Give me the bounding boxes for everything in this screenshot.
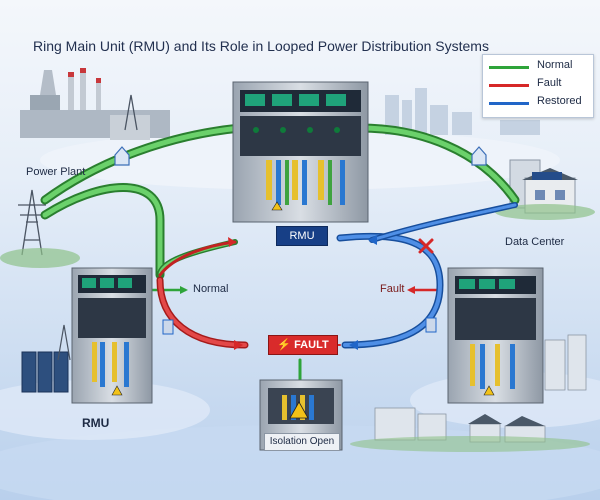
transmission-tower-icon	[18, 94, 138, 256]
house-icon	[114, 146, 487, 166]
rmu-top-label: RMU	[289, 230, 315, 242]
rmu-cabinet-icon	[232, 81, 369, 223]
fault-badge-label: FAULT	[294, 339, 329, 351]
fault-badge: ⚡ FAULT	[268, 335, 338, 355]
normal-label: Normal	[193, 283, 229, 295]
fault-label: Fault	[380, 283, 405, 295]
isolation-label: Isolation Open	[269, 436, 335, 447]
page-title: Ring Main Unit (RMU) and Its Role in Loo…	[33, 38, 489, 54]
legend-label: Normal	[537, 59, 573, 71]
data-center-label: Data Center	[505, 236, 565, 248]
legend: Normal Fault Restored	[482, 54, 594, 118]
legend-swatch-normal	[489, 66, 529, 69]
rmu-top-badge: RMU	[276, 226, 328, 246]
power-plant-icon	[20, 68, 170, 140]
lightning-icon: ⚡	[277, 339, 291, 351]
warning-icon	[289, 401, 309, 419]
legend-swatch-fault	[489, 84, 529, 87]
legend-swatch-restored	[489, 102, 529, 105]
isolation-badge: Isolation Open	[264, 433, 340, 451]
legend-label: Fault	[537, 77, 562, 89]
rmu-left-label: RMU	[82, 416, 110, 430]
fault-cross-icon	[418, 238, 434, 254]
legend-label: Restored	[537, 95, 582, 107]
power-plant-label: Power Plant	[26, 166, 86, 178]
city-skyline-icon	[385, 88, 540, 135]
